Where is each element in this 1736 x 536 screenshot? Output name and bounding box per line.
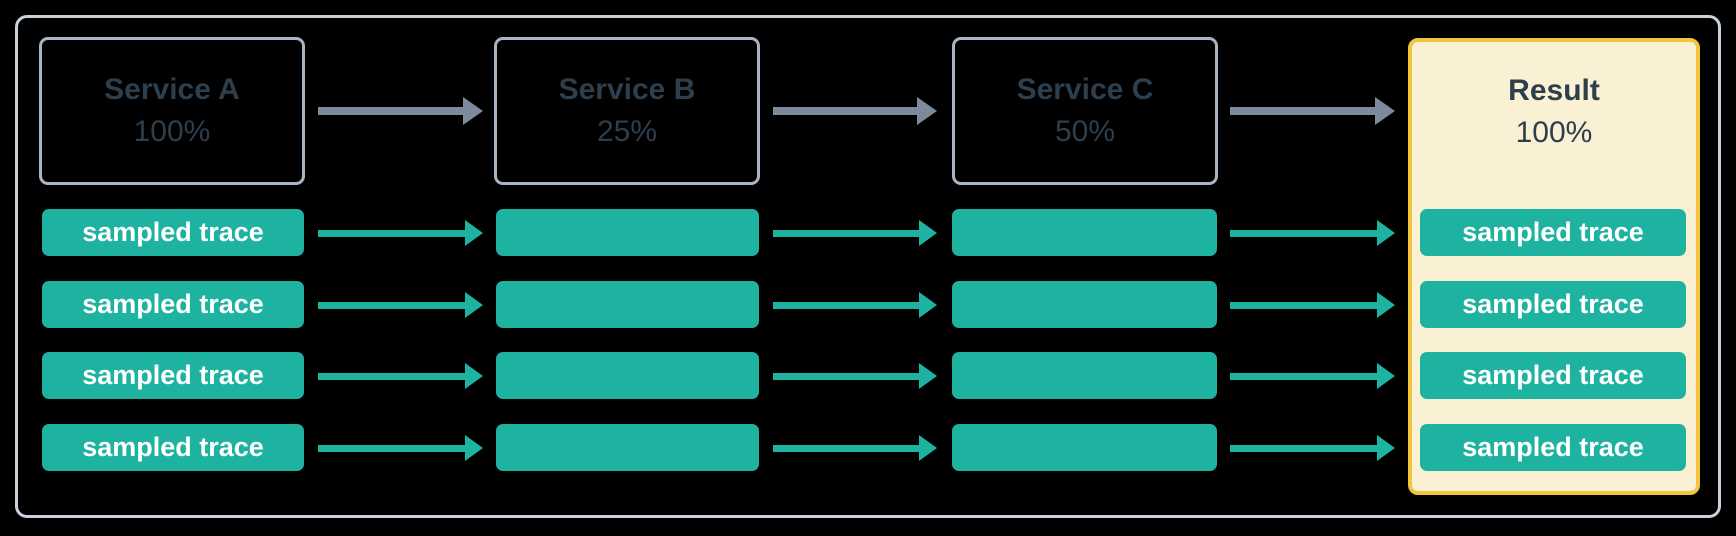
trace-bar: [952, 424, 1217, 471]
service-a-title: Service A: [104, 73, 240, 106]
service-b-box: Service B 25%: [494, 37, 760, 185]
result-box: [1408, 38, 1700, 495]
arrowhead-icon: [919, 435, 937, 461]
arrowhead-icon: [917, 97, 937, 125]
arrowhead-icon: [465, 292, 483, 318]
flow-arrow-b-to-c: [773, 97, 937, 125]
trace-arrow: [318, 220, 483, 246]
trace-arrow: [318, 363, 483, 389]
flow-arrow-a-to-b: [318, 97, 483, 125]
arrowhead-icon: [1377, 220, 1395, 246]
service-b-percent: 25%: [596, 115, 658, 148]
trace-arrow: [1230, 220, 1395, 246]
service-a-box: Service A 100%: [39, 37, 305, 185]
trace-arrow: [773, 435, 937, 461]
trace-arrow: [773, 363, 937, 389]
result-percent: 100%: [1515, 116, 1593, 149]
sampled-trace-bar: sampled trace: [42, 209, 304, 256]
sampled-trace-bar: sampled trace: [1420, 424, 1686, 471]
trace-bar: [496, 281, 759, 328]
sampled-trace-bar: sampled trace: [42, 424, 304, 471]
arrowhead-icon: [919, 363, 937, 389]
service-c-title: Service C: [1016, 73, 1154, 106]
sampled-trace-bar: sampled trace: [42, 281, 304, 328]
trace-bar: [496, 352, 759, 399]
trace-arrow: [318, 435, 483, 461]
arrowhead-icon: [1377, 363, 1395, 389]
arrowhead-icon: [465, 363, 483, 389]
service-c-box: Service C 50%: [952, 37, 1218, 185]
result-title: Result: [1508, 74, 1600, 107]
arrowhead-icon: [465, 435, 483, 461]
sampled-trace-bar: sampled trace: [1420, 352, 1686, 399]
arrowhead-icon: [465, 220, 483, 246]
arrowhead-icon: [919, 220, 937, 246]
trace-arrow: [773, 292, 937, 318]
sampled-trace-bar: sampled trace: [1420, 209, 1686, 256]
trace-arrow: [1230, 292, 1395, 318]
trace-arrow: [318, 292, 483, 318]
sampled-trace-bar: sampled trace: [1420, 281, 1686, 328]
outer-frame: [15, 15, 1721, 518]
sampled-trace-bar: sampled trace: [42, 352, 304, 399]
service-b-title: Service B: [558, 73, 696, 106]
trace-bar: [496, 209, 759, 256]
arrowhead-icon: [463, 97, 483, 125]
trace-arrow: [773, 220, 937, 246]
arrowhead-icon: [919, 292, 937, 318]
trace-bar: [952, 209, 1217, 256]
arrowhead-icon: [1375, 97, 1395, 125]
service-c-percent: 50%: [1054, 115, 1116, 148]
trace-bar: [952, 352, 1217, 399]
flow-arrow-c-to-result: [1230, 97, 1395, 125]
trace-arrow: [1230, 363, 1395, 389]
trace-bar: [496, 424, 759, 471]
arrowhead-icon: [1377, 435, 1395, 461]
arrowhead-icon: [1377, 292, 1395, 318]
service-a-percent: 100%: [133, 115, 211, 148]
trace-bar: [952, 281, 1217, 328]
trace-arrow: [1230, 435, 1395, 461]
result-header: Result 100%: [1408, 38, 1700, 186]
